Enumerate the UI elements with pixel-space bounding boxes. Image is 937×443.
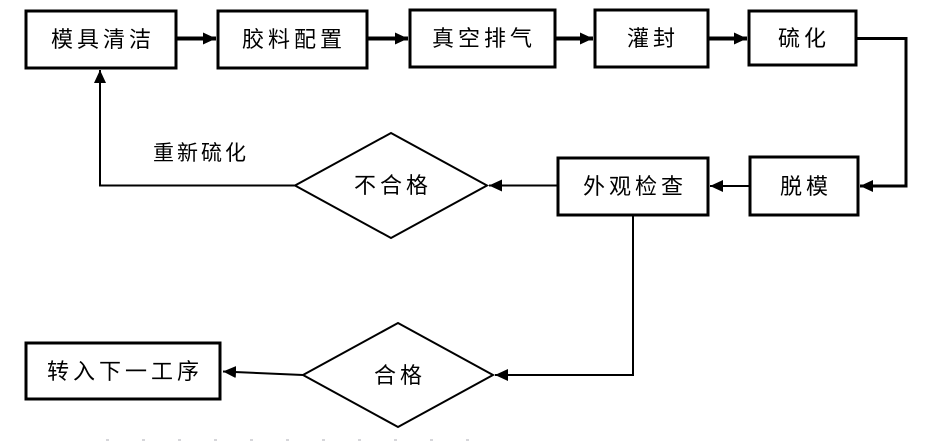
edge-vulcanization-to-demolding — [856, 37, 908, 192]
node-visual-inspection: 外观检查 — [556, 156, 710, 217]
connectors: 重新硫化 — [94, 32, 908, 381]
node-vulcanization: 硫化 — [747, 9, 858, 67]
visual-inspection-box — [556, 156, 710, 217]
rubber-prep-label: 胶料配置 — [242, 28, 346, 53]
node-demolding: 脱模 — [748, 155, 860, 217]
demolding-label: 脱模 — [780, 175, 832, 200]
rubber-prep-box — [216, 9, 369, 70]
node-rubber-prep: 胶料配置 — [216, 9, 369, 70]
potting-label: 灌封 — [627, 27, 679, 52]
demolding-box — [748, 155, 860, 217]
vulcanization-box — [747, 9, 858, 67]
mold-cleaning-label: 模具清洁 — [51, 28, 155, 53]
node-next-process: 转入下一工序 — [24, 341, 222, 401]
vacuum-degassing-label: 真空排气 — [432, 27, 536, 52]
edge-visual-inspection-to-qualified — [495, 215, 634, 381]
node-mold-cleaning: 模具清洁 — [24, 9, 178, 70]
node-potting: 灌封 — [593, 8, 710, 69]
node-qualified: 合格 — [300, 321, 496, 429]
vacuum-degassing-box — [408, 8, 557, 69]
next-process-label: 转入下一工序 — [47, 360, 203, 385]
potting-box — [593, 8, 710, 69]
unqualified-label: 不合格 — [354, 174, 432, 199]
qualified-label: 合格 — [374, 364, 426, 389]
edge-unqualified-to-mold-cleaning — [94, 70, 295, 187]
edge-qualified-to-next-process — [222, 366, 304, 379]
edge-label-re-vulcanize: 重新硫化 — [153, 141, 249, 165]
unqualified-diamond — [292, 131, 490, 240]
mold-cleaning-box — [24, 9, 178, 70]
qualified-diamond — [300, 321, 496, 429]
vulcanization-label: 硫化 — [778, 27, 830, 52]
next-process-box — [24, 341, 222, 401]
visual-inspection-label: 外观检查 — [583, 175, 687, 200]
node-unqualified: 不合格 — [292, 131, 490, 240]
node-vacuum-degassing: 真空排气 — [408, 8, 557, 69]
